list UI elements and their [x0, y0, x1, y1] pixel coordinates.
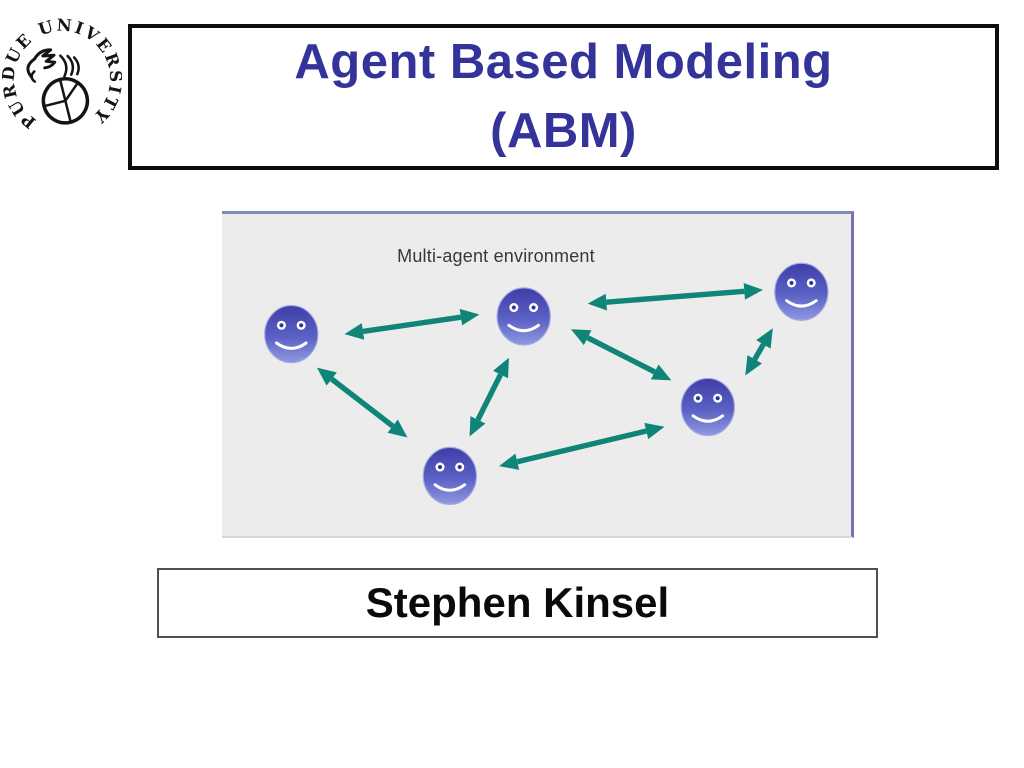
connection-arrow	[316, 367, 408, 438]
agent-smiley-icon	[422, 446, 478, 506]
title-box: Agent Based Modeling (ABM)	[128, 24, 999, 170]
griffin-feathers	[59, 54, 68, 78]
agent-smiley-icon	[264, 304, 319, 364]
connection-arrow	[344, 308, 480, 340]
multi-agent-diagram-panel: Multi-agent environment	[222, 211, 854, 538]
connection-arrow	[745, 328, 773, 376]
agent-smiley-icon	[496, 287, 551, 346]
connection-arrow	[499, 422, 665, 470]
author-box: Stephen Kinsel	[157, 568, 878, 638]
agent-smiley-icon	[774, 262, 829, 321]
griffin-head	[26, 48, 57, 79]
smile-icon	[275, 341, 308, 350]
diagram-caption: Multi-agent environment	[397, 246, 595, 266]
smile-icon	[507, 323, 540, 333]
purdue-university-seal-icon: PURDUE UNIVERSITY	[2, 18, 122, 140]
diagram-canvas	[264, 262, 829, 506]
connection-arrow	[587, 282, 763, 311]
author-name: Stephen Kinsel	[365, 579, 670, 626]
smile-icon	[691, 414, 725, 423]
connection-arrow	[570, 329, 672, 381]
smile-icon	[785, 299, 818, 308]
connection-arrow	[469, 357, 509, 437]
agent-smiley-icon	[680, 377, 736, 437]
slide-title-line1: Agent Based Modeling	[294, 35, 833, 89]
smile-icon	[433, 483, 467, 492]
slide-title-line2: (ABM)	[490, 104, 637, 158]
